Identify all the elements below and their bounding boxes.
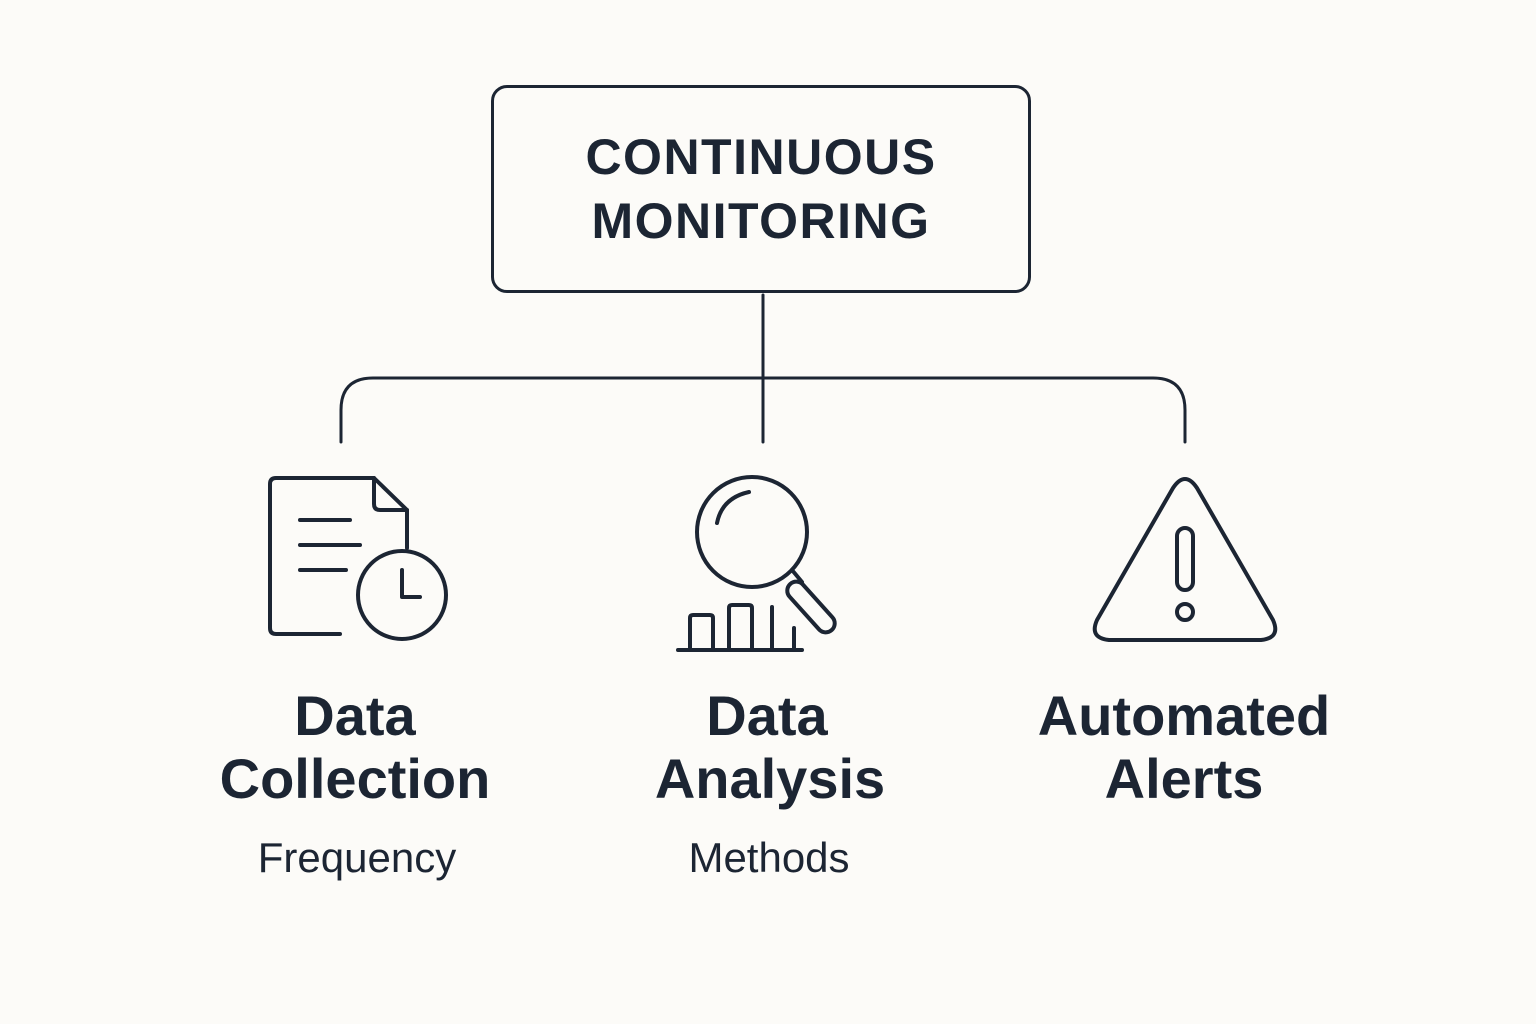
node-title-line1: Data — [706, 684, 828, 747]
node-title-line1: Automated — [1037, 684, 1331, 747]
root-title-line2: MONITORING — [591, 193, 931, 249]
node-title-line2: Alerts — [1104, 747, 1264, 810]
node-title-line2: Analysis — [654, 747, 886, 810]
node-title-line1: Data — [294, 684, 416, 747]
warning-triangle-icon — [1092, 477, 1278, 642]
branch-bar-line — [339, 376, 1187, 444]
node-subtitle: Methods — [688, 834, 850, 881]
node-subtitle: Frequency — [257, 834, 457, 881]
magnifier-bar-chart-icon — [676, 475, 837, 652]
node-title-line2: Collection — [219, 747, 491, 810]
document-clock-icon — [268, 476, 448, 641]
root-title-line1: CONTINUOUS — [585, 129, 937, 185]
root-node-continuous-monitoring: CONTINUOUS MONITORING — [491, 85, 1031, 293]
